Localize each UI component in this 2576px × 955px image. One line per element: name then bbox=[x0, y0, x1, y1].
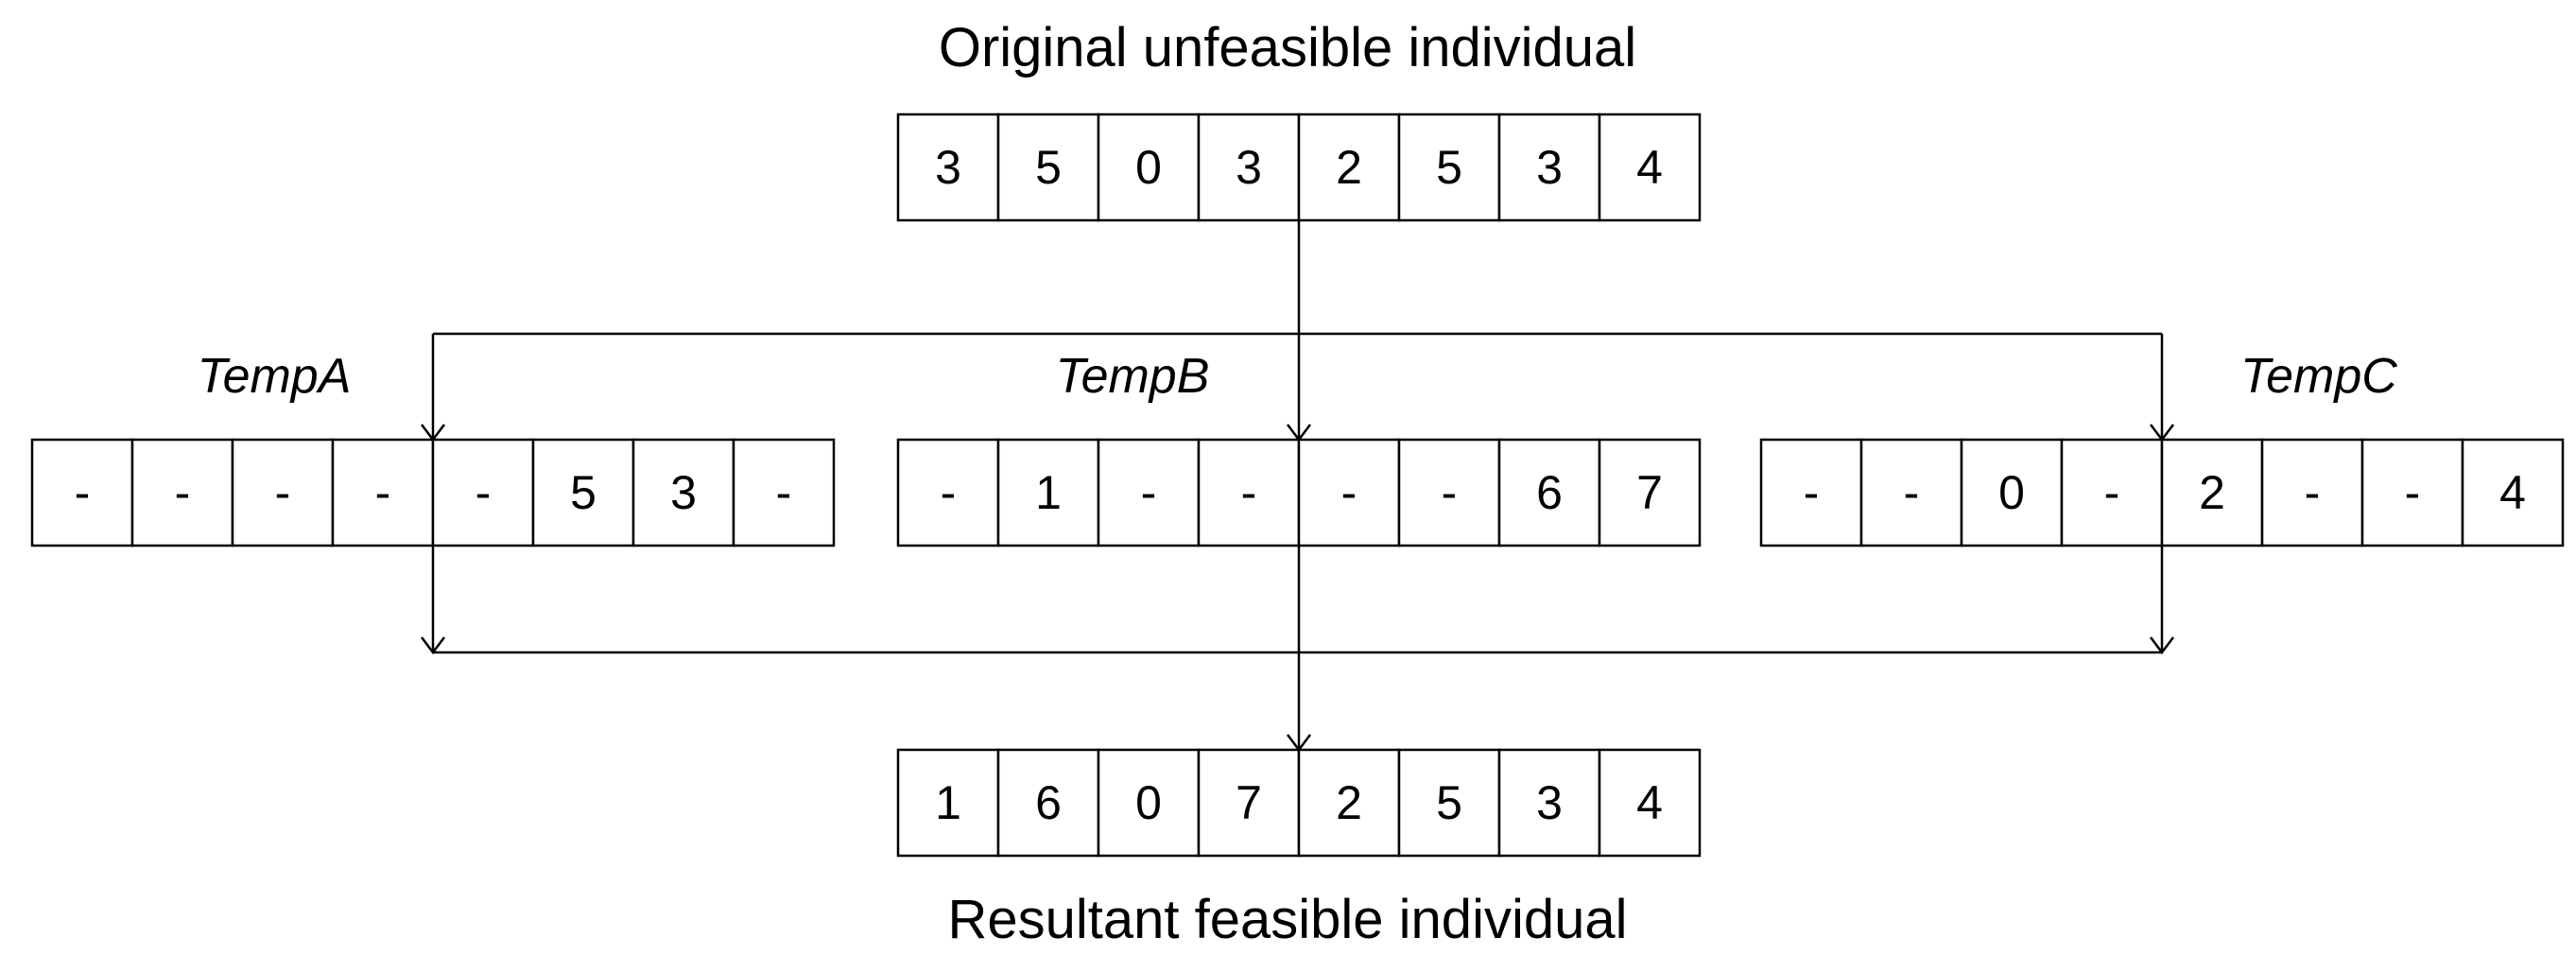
temp-c-cell-value: - bbox=[1904, 466, 1920, 519]
result-cell bbox=[996, 748, 1100, 858]
temp-b-cell bbox=[996, 438, 1100, 547]
temp-c-cell bbox=[2060, 438, 2164, 547]
result-cell-value: 2 bbox=[1336, 776, 1362, 829]
result-array: 1 6 0 7 2 5 3 4 bbox=[896, 748, 1702, 858]
original-caption: Original unfeasible individual bbox=[939, 17, 1636, 78]
temp-a-cell-value: - bbox=[375, 466, 391, 519]
temp-b-cell-value: - bbox=[1442, 466, 1458, 519]
temp-c-label: TempC bbox=[2240, 349, 2397, 404]
temp-b-label: TempB bbox=[1056, 349, 1210, 404]
temp-a-label: TempA bbox=[198, 349, 352, 404]
result-cell bbox=[1097, 748, 1201, 858]
original-cell bbox=[1598, 113, 1702, 222]
temp-a-cell-value: - bbox=[776, 466, 792, 519]
temp-b-cell-value: - bbox=[1341, 466, 1357, 519]
temp-a-cell bbox=[130, 438, 234, 547]
original-cell bbox=[1097, 113, 1201, 222]
original-array: 3 5 0 3 2 5 3 4 bbox=[896, 113, 1702, 222]
result-cell-value: 7 bbox=[1236, 776, 1262, 829]
temp-a-cell-value: - bbox=[175, 466, 191, 519]
temp-c-cell bbox=[1960, 438, 2064, 547]
temp-c-cell-value: - bbox=[2305, 466, 2321, 519]
temp-c-cell-value: 2 bbox=[2199, 466, 2225, 519]
result-cell bbox=[1297, 748, 1401, 858]
temp-a-cell bbox=[531, 438, 635, 547]
result-cell-value: 4 bbox=[1636, 776, 1663, 829]
temp-b-cell-value: 6 bbox=[1536, 466, 1563, 519]
arrow-from-temp-c bbox=[2150, 636, 2174, 655]
temp-c-cell-value: - bbox=[2405, 466, 2421, 519]
temp-b-cell-value: - bbox=[1141, 466, 1157, 519]
temp-c-cell-value: - bbox=[2104, 466, 2120, 519]
temp-a-cell bbox=[732, 438, 836, 547]
temp-c-cell-value: - bbox=[1804, 466, 1820, 519]
temp-b-cell bbox=[896, 438, 1000, 547]
temp-a-cell bbox=[431, 438, 535, 547]
temp-c-cell-value: 0 bbox=[1998, 466, 2025, 519]
result-caption: Resultant feasible individual bbox=[948, 889, 1628, 950]
original-cell-value: 2 bbox=[1336, 141, 1362, 194]
temp-b-cell bbox=[1497, 438, 1601, 547]
result-cell-value: 3 bbox=[1536, 776, 1563, 829]
original-cell-value: 3 bbox=[935, 141, 961, 194]
temp-b-cell-value: - bbox=[1241, 466, 1257, 519]
temp-a-cell bbox=[331, 438, 435, 547]
result-cell bbox=[1598, 748, 1702, 858]
temp-a-cell-value: - bbox=[475, 466, 492, 519]
result-cell-value: 0 bbox=[1135, 776, 1162, 829]
result-cell bbox=[896, 748, 1000, 858]
distribution-connectors bbox=[431, 220, 2164, 440]
original-cell-value: 4 bbox=[1636, 141, 1663, 194]
original-cell-value: 5 bbox=[1436, 141, 1462, 194]
original-cell-value: 0 bbox=[1135, 141, 1162, 194]
temp-a-cell bbox=[231, 438, 335, 547]
temp-a-cell-value: 5 bbox=[570, 466, 596, 519]
temp-b-cell-value: - bbox=[941, 466, 957, 519]
original-cell-value: 3 bbox=[1536, 141, 1563, 194]
temp-a-cell-value: 3 bbox=[670, 466, 697, 519]
temp-c-cell bbox=[1759, 438, 1863, 547]
temp-a-cell-value: - bbox=[275, 466, 291, 519]
temp-b-array: - 1 - - - - 6 7 bbox=[896, 438, 1702, 547]
temp-c-array: - - 0 - 2 - - 4 bbox=[1759, 438, 2565, 547]
result-cell-value: 1 bbox=[935, 776, 961, 829]
temp-c-cell-value: 4 bbox=[2499, 466, 2526, 519]
merge-connectors bbox=[431, 546, 2164, 750]
temp-c-cell bbox=[2360, 438, 2464, 547]
temp-c-cell bbox=[1859, 438, 1963, 547]
original-cell-value: 3 bbox=[1236, 141, 1262, 194]
result-cell-value: 5 bbox=[1436, 776, 1462, 829]
arrow-from-temp-a bbox=[421, 636, 445, 655]
temp-b-cell-value: 1 bbox=[1035, 466, 1062, 519]
temp-c-cell bbox=[2260, 438, 2364, 547]
original-cell bbox=[1497, 113, 1601, 222]
temp-b-cell bbox=[1598, 438, 1702, 547]
temp-c-cell bbox=[2461, 438, 2565, 547]
original-cell-value: 5 bbox=[1035, 141, 1062, 194]
temp-b-cell bbox=[1197, 438, 1301, 547]
temp-b-cell bbox=[1297, 438, 1401, 547]
temp-a-cell-value: - bbox=[75, 466, 91, 519]
temp-a-cell bbox=[631, 438, 735, 547]
original-cell bbox=[1397, 113, 1501, 222]
temp-b-cell-value: 7 bbox=[1636, 466, 1663, 519]
temp-a-array: - - - - - 5 3 - bbox=[30, 438, 836, 547]
temp-c-cell bbox=[2160, 438, 2264, 547]
result-cell-value: 6 bbox=[1035, 776, 1062, 829]
